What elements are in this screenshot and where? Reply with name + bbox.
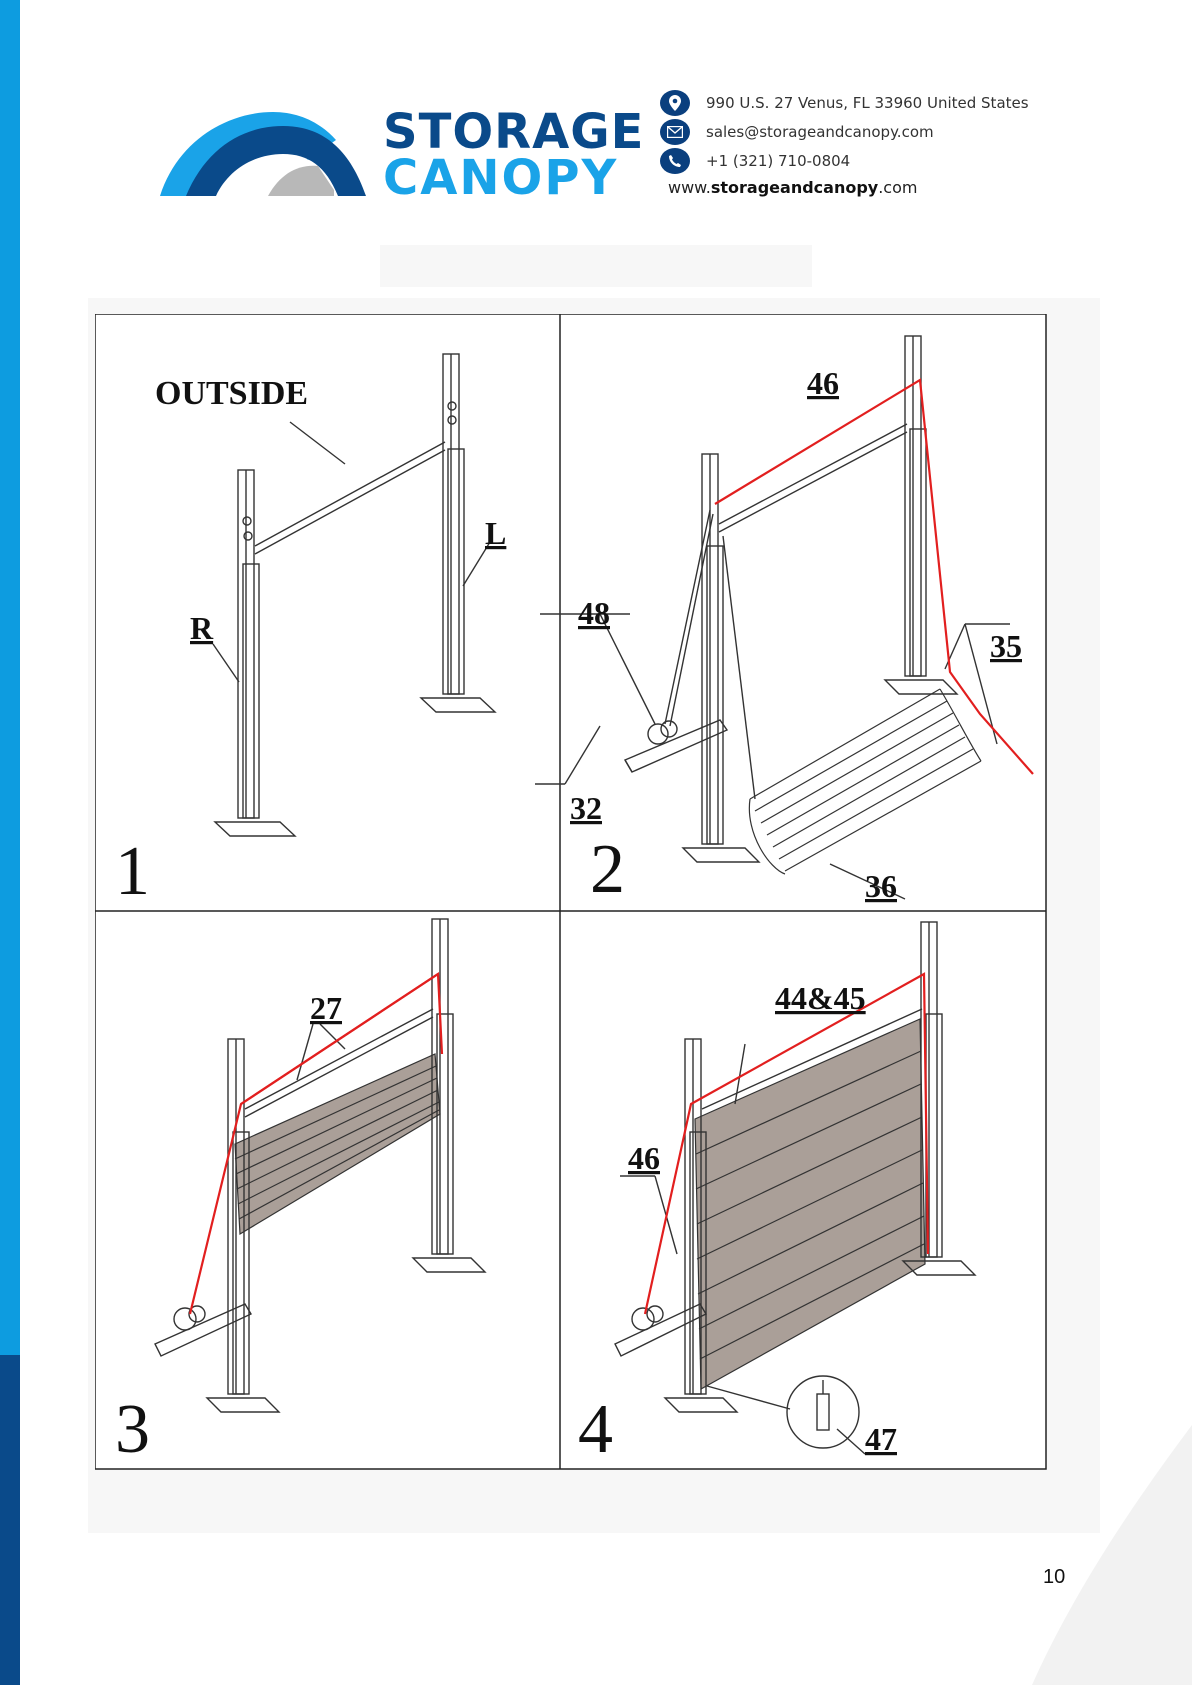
address-row: 990 U.S. 27 Venus, FL 33960 United State… [660, 88, 1080, 117]
label-32: 32 [570, 790, 602, 826]
phone-row[interactable]: +1 (321) 710-0804 [660, 146, 1080, 175]
label-36: 36 [865, 868, 897, 904]
phone-icon [660, 148, 690, 174]
email-row[interactable]: sales@storageandcanopy.com [660, 117, 1080, 146]
envelope-icon [660, 119, 690, 145]
logo-line-1: STORAGE [383, 110, 644, 156]
left-stripe-blue [0, 0, 20, 1355]
website-link[interactable]: www.storageandcanopy.com [668, 178, 1080, 197]
step-number-2: 2 [590, 831, 625, 908]
storage-canopy-logo: STORAGE CANOPY [158, 100, 618, 200]
title-placeholder-box [380, 245, 812, 287]
logo-line-2: CANOPY [383, 156, 644, 202]
step-number-3: 3 [115, 1391, 150, 1468]
assembly-figure: OUTSIDE R L 1 [95, 314, 1047, 1470]
label-44-45: 44&45 [775, 980, 866, 1016]
label-27: 27 [310, 990, 342, 1026]
label-l: L [485, 515, 506, 551]
label-48: 48 [578, 595, 610, 631]
step-number-4: 4 [578, 1391, 613, 1468]
email-link[interactable]: sales@storageandcanopy.com [706, 123, 934, 141]
page-number: 10 [1043, 1566, 1065, 1589]
location-pin-icon [660, 90, 690, 116]
left-stripe-navy [0, 1355, 20, 1685]
label-46-panel-4: 46 [628, 1140, 660, 1176]
label-r: R [190, 610, 214, 646]
label-outside: OUTSIDE [155, 375, 308, 412]
step-number-1: 1 [115, 833, 150, 910]
phone-text[interactable]: +1 (321) 710-0804 [706, 152, 850, 170]
label-46-panel-2: 46 [807, 365, 839, 401]
contact-block: 990 U.S. 27 Venus, FL 33960 United State… [660, 88, 1080, 197]
address-text: 990 U.S. 27 Venus, FL 33960 United State… [706, 94, 1029, 112]
label-35: 35 [990, 628, 1022, 664]
canopy-arch-icon [158, 100, 388, 200]
logo-wordmark: STORAGE CANOPY [383, 110, 644, 201]
label-47: 47 [865, 1421, 897, 1457]
